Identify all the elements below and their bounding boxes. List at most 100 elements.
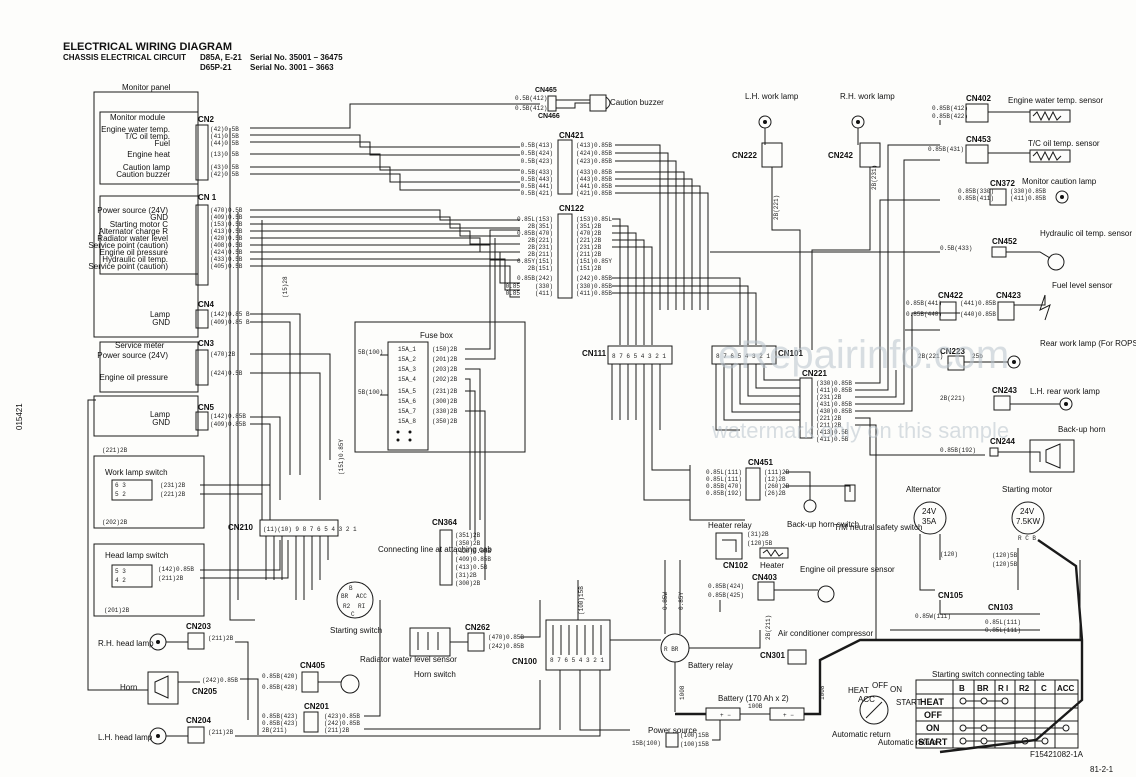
lh-work-lamp-label: L.H. work lamp (745, 92, 799, 101)
cn2-wire: (41)0.5B (210, 133, 239, 140)
cn421-left: 0.5B(433) (521, 169, 553, 176)
power-source-wire: (100)15B (680, 741, 709, 748)
cn242-label: CN242 (828, 151, 853, 160)
rh-work-lamp-label: R.H. work lamp (840, 92, 895, 101)
cn364-wire: (350)2B (455, 540, 481, 547)
cn1-wire: (470)0.5B (210, 207, 243, 214)
work-lamp-switch-wire: (202)2B (102, 519, 128, 526)
key-dial-label: HEAT (848, 686, 869, 695)
battery-pol: + − (720, 712, 731, 719)
monitor-module-box (99, 111, 199, 185)
cn1-item: Power source (24V) (97, 206, 168, 215)
cn372-label: CN372 (990, 179, 1015, 188)
cn2-item: Engine heat (127, 150, 170, 159)
cn2-item: Engine water temp. (101, 125, 170, 134)
cn422-wire-r: (440)0.85B (960, 311, 996, 318)
cn203-label: CN203 (186, 622, 211, 631)
conn-table-row: ON (926, 723, 940, 733)
cn4-label: CN4 (198, 300, 215, 309)
cn421-right: (424)0.85B (576, 150, 612, 157)
vertical-wire-label: 0.85Y (678, 592, 685, 610)
cn2-wire: (42)0.5B (210, 171, 239, 178)
cn423-sensor-label: Fuel level sensor (1052, 281, 1113, 290)
cn122-label: CN122 (559, 204, 584, 213)
cn451-wires: 0.85L(111) 0.85L(111) 0.85B(470) 0.85B(1… (706, 469, 790, 497)
cn2-item: Caution buzzer (116, 170, 170, 179)
cn223-wire: 2B(221) (918, 353, 943, 360)
fuel-sensor-icon (1039, 294, 1051, 321)
cn2-item: Caution lamp (123, 163, 171, 172)
cn1-item: Engine oil pressure (100, 248, 169, 257)
head-lamp-switch-wire: (211)2B (158, 575, 184, 582)
cn1-wire: (153)0.5B (210, 221, 243, 228)
fuse: 15A_2 (398, 356, 416, 363)
cn402-label: CN402 (966, 94, 991, 103)
cn452-connector (991, 246, 1007, 258)
vertical-wire-label: 1008 (679, 685, 686, 700)
cn244-connector (989, 447, 999, 457)
model-1: D85A, E-21 (200, 53, 242, 62)
buzzer-label: Caution buzzer (610, 98, 664, 107)
cn421-left: 0.5B(423) (521, 158, 553, 165)
cn421-right: (421)0.85B (576, 190, 612, 197)
cn201-label: CN201 (304, 702, 329, 711)
starting-switch-term: ACC (356, 593, 367, 600)
cn103-label: CN103 (988, 603, 1013, 612)
cn243-connector (993, 395, 1011, 411)
cn122-left: 2B(221) (528, 237, 553, 244)
cn5-item: GND (152, 418, 170, 427)
cn403-connector (757, 581, 775, 601)
cn210-pins: (11)(10) 9 8 7 6 5 4 3 2 1 (263, 526, 357, 533)
battery-pol: + − (783, 712, 794, 719)
starting-switch-term: R2 (343, 603, 351, 610)
cn1-wire: (409)0.5B (210, 214, 243, 221)
cn1-item: GND (150, 213, 168, 222)
watermark-note: watermark only on this sample (711, 418, 1009, 443)
cn122-left: 0.85Y(151) (517, 258, 553, 265)
cn364-connector (439, 529, 453, 586)
cn223-wire-r: 25b (972, 353, 983, 360)
heater-icon (759, 547, 789, 559)
power-source-wire: (100)15B (680, 732, 709, 739)
cn3-wire: (470)2B (210, 351, 236, 358)
work-lamp-switch-pins: 5 2 (115, 491, 126, 498)
cn201-wire-r: (242)0.85B (324, 720, 360, 727)
cn452-label: CN452 (992, 237, 1017, 246)
cn451-left: 0.85B(192) (706, 490, 742, 497)
head-lamp-switch-box (93, 543, 205, 617)
cn372-wire: 0.85B(411) (958, 195, 994, 202)
cn403-wire: 0.85B(425) (708, 592, 744, 599)
cn422-wire: 0.85B(440) (906, 311, 942, 318)
starting-motor-v: 24V (1020, 507, 1035, 516)
cn451-right: (260)2B (764, 483, 790, 490)
cn421-left: 0.5B(443) (521, 176, 553, 183)
cn122-left: 0.85B(470) (517, 230, 553, 237)
cn204-label: CN204 (186, 716, 211, 725)
cn1-wire: (405)0.5B (210, 263, 243, 270)
cn122-right: (221)2B (576, 237, 602, 244)
cn3-connector (195, 349, 209, 386)
cn364-note: Connecting line at attaching cab (378, 545, 492, 554)
cn205-label: CN205 (192, 687, 217, 696)
cn1-item: Alternator charge R (99, 227, 169, 236)
cn453-wire: 0.85B(431) (928, 146, 964, 153)
fuse: 15A_8 (398, 418, 416, 425)
cn4-item: GND (152, 318, 170, 327)
cn122-wires: 0.85L(153) 2B(351) 0.85B(470) 2B(221) 2B… (506, 216, 613, 297)
cn100-pins: 8 7 6 5 4 3 2 1 (550, 657, 604, 664)
caution-lamp-icon (1055, 190, 1069, 204)
key-dial-label: START (896, 698, 922, 707)
conn-table-col: C (1041, 684, 1047, 693)
cn103-bottom-wire: 0.85W(111) (915, 613, 951, 620)
cn111-label: CN111 (582, 349, 607, 358)
heater-relay-box (715, 532, 743, 560)
fuse-out: (150)2B (432, 346, 458, 353)
conn-table-frame (915, 679, 1079, 749)
heater-relay-wire: (31)2B (747, 531, 769, 538)
work-lamp-switch-wire: (231)2B (160, 482, 186, 489)
cn451-left: 0.85L(111) (706, 476, 742, 483)
cn122-right: (211)2B (576, 251, 602, 258)
battery-relay-terms: R BR (664, 646, 679, 653)
alternator-a: 35A (922, 517, 937, 526)
cn402-connector (965, 103, 989, 123)
